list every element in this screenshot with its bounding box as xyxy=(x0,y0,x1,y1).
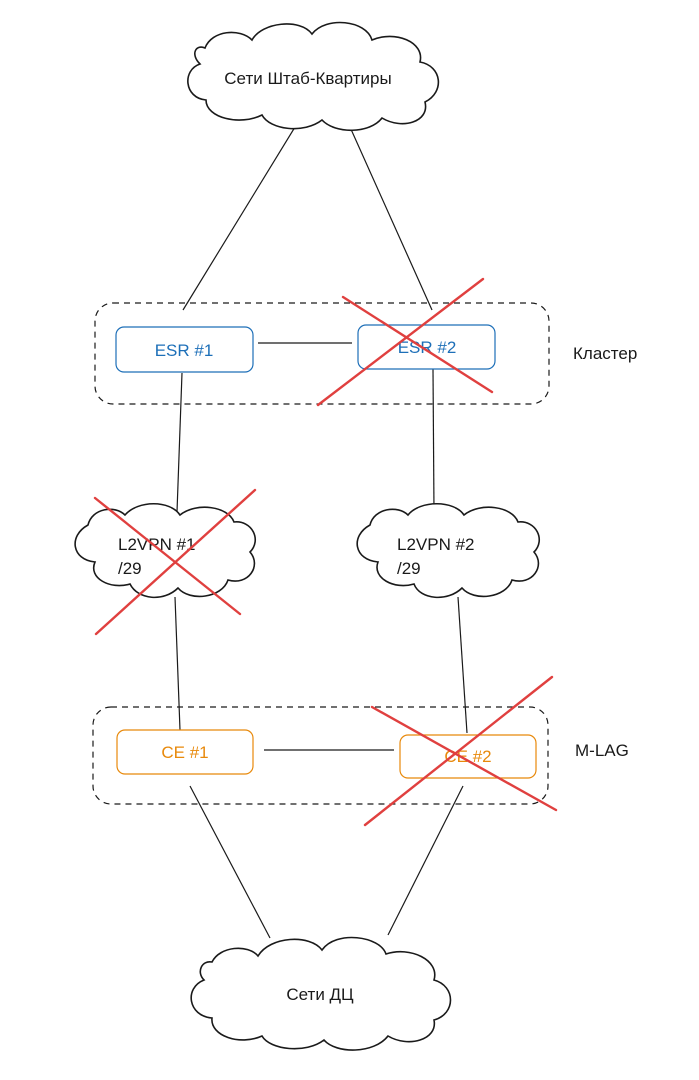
cloud-l2vpn1: L2VPN #1 /29 xyxy=(74,503,256,599)
cloud-l2vpn1-shape xyxy=(74,503,256,599)
failure-mark-ce2-stroke-b xyxy=(363,675,554,827)
cloud-dc-label: Сети ДЦ xyxy=(286,985,354,1004)
failure-mark-l2vpn1 xyxy=(93,488,257,636)
node-ce1-label: CE #1 xyxy=(161,743,208,762)
cloud-l2vpn1-line1: L2VPN #1 xyxy=(118,535,196,554)
node-ce2: CE #2 xyxy=(399,734,537,779)
node-esr2-box xyxy=(357,324,496,370)
link-esr2-l2vpn2 xyxy=(432,368,435,513)
node-ce2-box xyxy=(399,734,537,779)
cloud-hq-shape xyxy=(187,21,440,131)
cloud-l2vpn2: L2VPN #2 /29 xyxy=(356,503,540,599)
node-ce1-box xyxy=(116,729,254,775)
failure-mark-esr2 xyxy=(316,277,494,407)
link-hq-esr1 xyxy=(182,126,296,311)
connections xyxy=(174,126,468,939)
failure-mark-l2vpn1-stroke-a xyxy=(93,496,242,616)
node-esr2: ESR #2 xyxy=(357,324,496,370)
cloud-dc: Сети ДЦ xyxy=(190,936,452,1051)
cloud-hq-label: Сети Штаб-Квартиры xyxy=(224,69,391,88)
link-esr1-l2vpn1 xyxy=(176,372,183,513)
cloud-dc-shape xyxy=(190,936,452,1051)
failure-mark-ce2-stroke-a xyxy=(370,705,558,812)
node-esr1-label: ESR #1 xyxy=(155,341,214,360)
cloud-l2vpn2-line1: L2VPN #2 xyxy=(397,535,475,554)
link-ce2-dc xyxy=(387,785,464,936)
cloud-l2vpn2-line2: /29 xyxy=(397,559,421,578)
mlag-group-box xyxy=(92,706,549,805)
cloud-l2vpn1-line2: /29 xyxy=(118,559,142,578)
link-l2vpn1-ce1 xyxy=(174,596,181,731)
failure-mark-l2vpn1-stroke-b xyxy=(94,488,257,636)
node-ce1: CE #1 xyxy=(116,729,254,775)
node-esr1: ESR #1 xyxy=(115,326,254,373)
node-esr1-box xyxy=(115,326,254,373)
link-ce1-dc xyxy=(189,785,271,939)
failure-mark-esr2-stroke-b xyxy=(316,277,485,407)
link-l2vpn2-ce2 xyxy=(457,596,468,734)
failure-mark-ce2 xyxy=(363,675,558,827)
cloud-l2vpn2-shape xyxy=(356,503,540,599)
link-hq-esr2 xyxy=(349,126,433,311)
failure-mark-esr2-stroke-a xyxy=(341,295,494,394)
mlag-group-label: M-LAG xyxy=(575,741,629,760)
cluster-group-label: Кластер xyxy=(573,344,637,363)
cluster-group-box xyxy=(94,302,550,405)
cloud-hq: Сети Штаб-Квартиры xyxy=(187,21,440,131)
node-esr2-label: ESR #2 xyxy=(398,338,457,357)
